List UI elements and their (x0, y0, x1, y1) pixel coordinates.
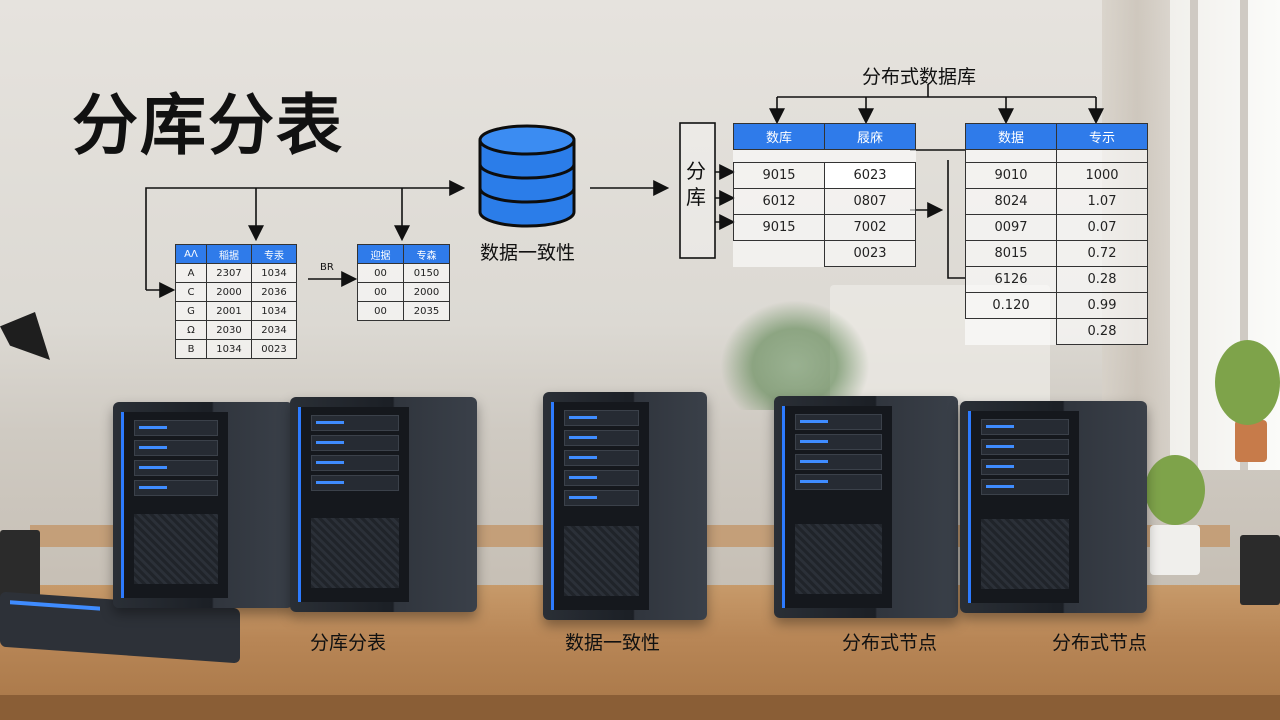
arrow-to-database (145, 180, 466, 290)
shard-box (679, 122, 716, 259)
desk-edge (0, 695, 1280, 720)
server-caption-1: 分库分表 (310, 632, 387, 654)
table-row: 0023 (734, 240, 916, 267)
server-caption-2: 数据一致性 (565, 632, 661, 654)
page-title: 分库分表 (72, 87, 344, 164)
database-caption: 数据一致性 (480, 242, 576, 264)
pen-cup-left (0, 530, 40, 600)
table-row: 0.28 (966, 318, 1148, 345)
pen-cup-right (1240, 535, 1280, 605)
arrow-label: BR (320, 262, 334, 273)
server-tower-4 (774, 396, 958, 618)
server-tower-1 (113, 402, 293, 608)
window-plant (1215, 340, 1280, 425)
background-plant (720, 300, 870, 410)
plant-leaves (1145, 455, 1205, 525)
database-icon (478, 124, 576, 228)
window-plant-pot (1235, 420, 1267, 462)
distributed-db-title: 分布式数据库 (862, 66, 977, 88)
server-tower-5 (960, 401, 1147, 613)
shard-label: 分库 (686, 159, 706, 209)
server-tower-2 (290, 397, 477, 612)
server-caption-4: 分布式节点 (1052, 632, 1148, 654)
server-caption-3: 分布式节点 (842, 632, 938, 654)
server-tower-3 (543, 392, 707, 620)
plant-pot (1150, 525, 1200, 575)
